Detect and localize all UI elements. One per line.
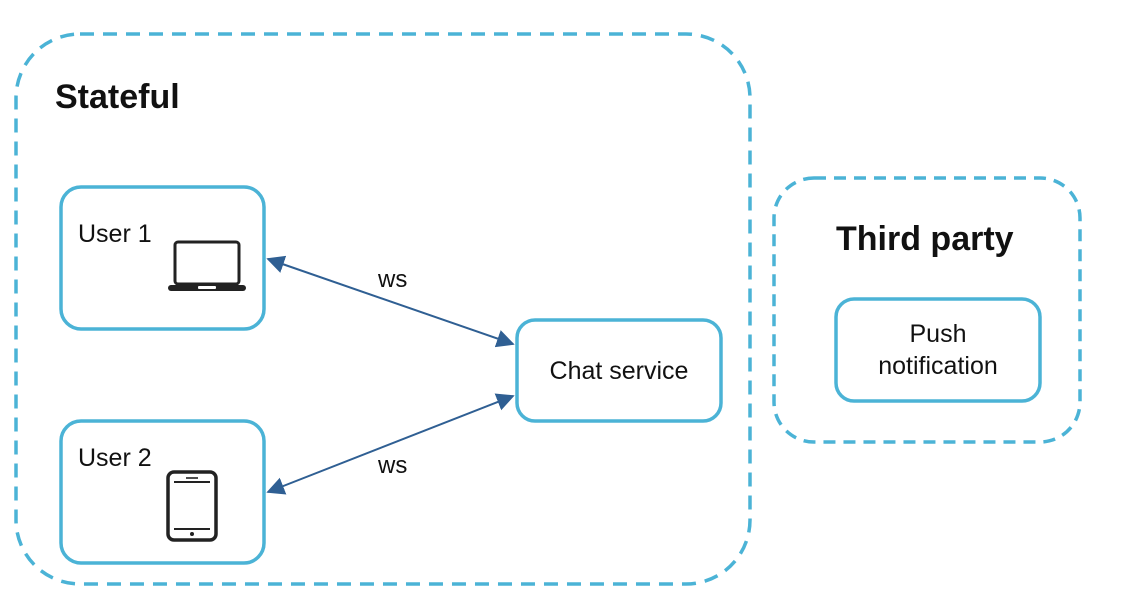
push-notification-label-line2: notification: [878, 352, 998, 380]
user2-node[interactable]: [59, 419, 266, 565]
ws-connection-user2: [266, 393, 515, 495]
third-party-group: [772, 176, 1082, 444]
ws-label-user2: ws: [378, 452, 408, 479]
laptop-icon: [168, 240, 246, 291]
user1-label: User 1: [78, 220, 152, 248]
stateful-title: Stateful: [55, 78, 180, 116]
user2-label: User 2: [78, 444, 152, 472]
ws-label-user1: ws: [378, 266, 408, 293]
ws-connection-user1: [266, 255, 515, 348]
chat-service-label: Chat service: [549, 357, 689, 385]
push-notification-node[interactable]: [834, 297, 1042, 403]
user1-node[interactable]: [59, 185, 266, 331]
push-notification-label-line1: Push: [909, 320, 967, 348]
third-party-title: Third party: [836, 220, 1014, 258]
stateful-group: [14, 32, 752, 586]
tablet-icon: [166, 470, 218, 542]
chat-service-node[interactable]: [515, 318, 723, 423]
